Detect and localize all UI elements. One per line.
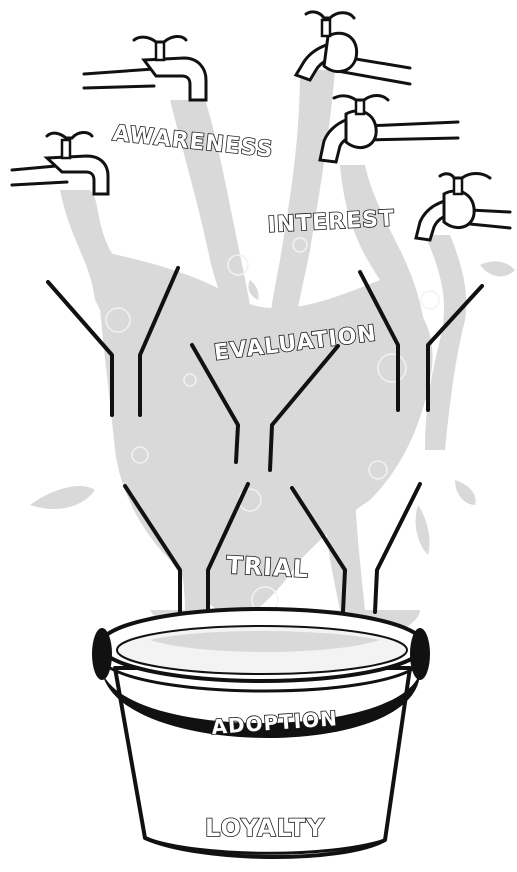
stage-label-trial: TRIAL	[226, 551, 310, 583]
faucet-icon	[12, 132, 108, 194]
stage-label-loyalty: LOYALTY	[205, 814, 325, 842]
faucet-icon	[320, 96, 458, 163]
faucet-icon	[296, 12, 410, 84]
faucet-icon	[416, 174, 510, 241]
faucet-icon	[84, 36, 206, 100]
